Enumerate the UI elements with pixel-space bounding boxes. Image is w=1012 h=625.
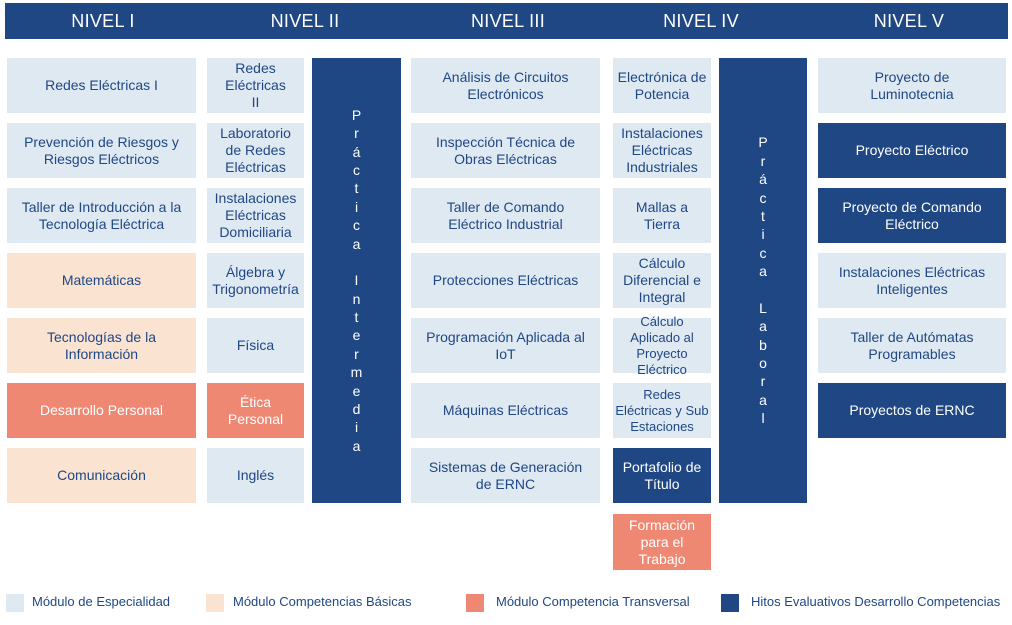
- legend-swatch-hitos: [721, 594, 739, 612]
- practica-intermedia-letter: á: [352, 143, 361, 160]
- practica-laboral-letter: o: [759, 355, 767, 372]
- module-box: Proyecto de Comando Eléctrico: [818, 188, 1006, 243]
- practica-intermedia-letter: c: [353, 161, 360, 178]
- module-box: Proyectos de ERNC: [818, 383, 1006, 438]
- module-box: Instalaciones Eléctricas Domiciliaria: [207, 188, 304, 243]
- module-box: Protecciones Eléctricas: [411, 253, 600, 308]
- module-box: Ética Personal: [207, 383, 304, 438]
- practica-laboral-letter: l: [761, 410, 765, 427]
- legend-swatch-transversal: [466, 594, 484, 612]
- module-box: Proyecto Eléctrico: [818, 123, 1006, 178]
- practica-intermedia-letter: r: [354, 345, 359, 362]
- module-box: Redes Eléctricas II: [207, 58, 304, 113]
- practica-intermedia-letter: e: [352, 327, 361, 344]
- legend-label: Módulo Competencia Transversal: [496, 594, 690, 609]
- practica-laboral-letter: r: [760, 373, 766, 390]
- module-box: Taller de Autómatas Programables: [818, 318, 1006, 373]
- module-box: Proyecto de Luminotecnia: [818, 58, 1006, 113]
- module-box: Tecnologías de la Información: [7, 318, 196, 373]
- practica-intermedia-letter: n: [352, 290, 361, 307]
- practica-laboral-letter: [761, 281, 765, 299]
- module-box: Taller de Comando Eléctrico Industrial: [411, 188, 600, 243]
- levels-header: NIVEL I NIVEL II NIVEL III NIVEL IV NIVE…: [5, 3, 1008, 39]
- practica-intermedia-letter: t: [354, 180, 359, 197]
- practica-intermedia-letter: i: [354, 419, 359, 436]
- practica-intermedia-letter: r: [354, 125, 359, 142]
- practica-intermedia-letter: [355, 253, 359, 271]
- module-box: Programación Aplicada al IoT: [411, 318, 600, 373]
- practica-laboral-letter: L: [759, 299, 767, 316]
- module-box: Cálculo Aplicado al Proyecto Eléctrico: [613, 314, 711, 377]
- module-box: Formación para el Trabajo: [613, 514, 711, 570]
- module-box: Inglés: [207, 448, 304, 503]
- module-box: Laboratorio de Redes Eléctricas: [207, 123, 304, 178]
- level-1-header: NIVEL I: [71, 11, 135, 31]
- level-2-header: NIVEL II: [270, 11, 340, 31]
- module-box: Instalaciones Eléctricas Industriales: [613, 123, 711, 178]
- practica-intermedia-letter: m: [350, 364, 363, 381]
- practica-laboral-letter: a: [759, 391, 767, 408]
- module-box: Análisis de Circuitos Electrónicos: [411, 58, 600, 113]
- legend-label: Hitos Evaluativos Desarrollo Competencia…: [751, 594, 1001, 609]
- module-box: Cálculo Diferencial e Integral: [613, 253, 711, 308]
- practica-intermedia-letter: e: [352, 382, 361, 399]
- practica-laboral-letter: P: [758, 134, 768, 151]
- module-box: Sistemas de Generación de ERNC: [411, 448, 600, 503]
- practica-intermedia-letter: d: [352, 401, 361, 418]
- practica-intermedia-letter: i: [354, 198, 359, 215]
- module-box: Matemáticas: [7, 253, 196, 308]
- level-4-header: NIVEL IV: [663, 11, 739, 31]
- practica-laboral-letter: r: [760, 152, 766, 169]
- module-box: Álgebra y Trigonometría: [207, 253, 304, 308]
- practica-laboral-letter: c: [759, 189, 767, 206]
- practica-intermedia-letter: c: [353, 217, 360, 234]
- practica-intermedia-letter: P: [351, 106, 362, 123]
- module-box: Inspección Técnica de Obras Eléctricas: [411, 123, 600, 178]
- level-5-header: NIVEL V: [873, 11, 945, 31]
- practica-intermedia-letter: a: [352, 437, 361, 454]
- practica-laboral-letter: i: [761, 226, 765, 243]
- module-box: Desarrollo Personal: [7, 383, 196, 438]
- module-box: Comunicación: [7, 448, 196, 503]
- module-box: Taller de Introducción a la Tecnología E…: [7, 188, 196, 243]
- practica-laboral-letter: c: [759, 244, 767, 261]
- practica-intermedia-letter: t: [354, 309, 359, 326]
- legend-label: Módulo Competencias Básicas: [233, 594, 412, 609]
- practica-laboral-letter: a: [759, 263, 767, 280]
- legend-swatch-basicas: [206, 594, 224, 612]
- level-3-header: NIVEL III: [470, 11, 546, 31]
- module-box: Máquinas Eléctricas: [411, 383, 600, 438]
- module-box: Instalaciones Eléctricas Inteligentes: [818, 253, 1006, 308]
- module-box: Física: [207, 318, 304, 373]
- practica-intermedia-letter: I: [354, 272, 359, 289]
- module-box: Portafolio de Título: [613, 448, 711, 503]
- practica-laboral-letter: á: [759, 171, 767, 188]
- module-box: Mallas a Tierra: [613, 188, 711, 243]
- legend-swatch-especialidad: [6, 594, 24, 612]
- legend-label: Módulo de Especialidad: [32, 594, 171, 609]
- module-box: Redes Eléctricas y Sub Estaciones: [613, 383, 711, 438]
- module-box: Redes Eléctricas I: [7, 58, 196, 113]
- module-box: Electrónica de Potencia: [613, 58, 711, 113]
- practica-laboral-letter: t: [761, 207, 765, 224]
- practica-intermedia-letter: a: [352, 235, 361, 252]
- practica-laboral-letter: a: [759, 318, 767, 335]
- module-box: Prevención de Riesgos y Riesgos Eléctric…: [7, 123, 196, 178]
- practica-laboral-letter: b: [759, 336, 767, 353]
